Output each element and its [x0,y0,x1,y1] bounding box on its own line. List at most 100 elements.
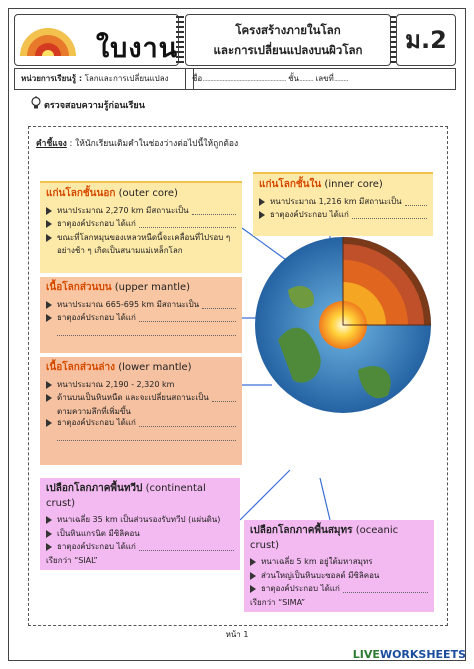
lower-mantle-text-1: หนาประมาณ 2,190 - 2,320 km [57,379,175,389]
upper-mantle-title-th: เนื้อโลกส่วนบน [46,282,112,293]
oceanic-crust-line-3: ธาตุองค์ประกอบ ได้แก่ [250,583,428,595]
continental-crust-title-en: (continental crust) [46,483,206,509]
continental-crust-text-3: ธาตุองค์ประกอบ ได้แก่ [57,542,136,552]
bullet-triangle-icon [259,197,265,206]
topic-line-1: โครงสร้างภายในโลก [235,23,341,37]
bullet-triangle-icon [46,516,52,524]
continental-crust-title: เปลือกโลกภาคพื้นทวีป (continental crust) [46,482,234,511]
upper-mantle-elements-blank[interactable] [138,312,236,323]
bullet-triangle-icon [46,220,52,229]
oceanic-crust-title: เปลือกโลกภาคพื้นสมุทร (oceanic crust) [250,524,428,553]
upper-mantle-title: เนื้อโลกส่วนบน (upper mantle) [46,281,236,296]
inner-core-title-th: แก่นโลกชั้นใน [259,179,322,190]
lower-mantle-title-th: เนื้อโลกส่วนล่าง [46,362,115,373]
oceanic-crust-elements-blank[interactable] [342,583,428,594]
name-field[interactable]: ........................................… [202,74,286,83]
bullet-triangle-icon [46,380,52,389]
oceanic-crust-line-1: หนาเฉลี่ย 5 km อยู่ใต้มหาสมุทร [250,556,428,568]
outer-core-card: แก่นโลกชั้นนอก (outer core) หนาประมาณ 2,… [40,181,242,273]
earth-cross-section-image [255,237,431,413]
inner-core-title: แก่นโลกชั้นใน (inner core) [259,178,427,193]
upper-mantle-state-blank[interactable] [202,299,236,309]
lower-mantle-card: เนื้อโลกส่วนล่าง (lower mantle) หนาประมา… [40,357,242,465]
bullet-triangle-icon [259,211,265,220]
upper-mantle-card: เนื้อโลกส่วนบน (upper mantle) หนาประมาณ … [40,277,242,353]
topic-box: โครงสร้างภายในโลก และการเปลี่ยนแปลงบนผิว… [185,14,391,66]
lower-mantle-title-en: (lower mantle) [118,362,192,373]
objective-text: ตรวจสอบความรู้ก่อนเรียน [44,101,145,111]
upper-mantle-text-1: หนาประมาณ 665-695 km มีสถานะเป็น [57,299,200,309]
lightbulb-icon [31,96,41,109]
outer-core-line-3: ขณะที่โลกหมุนของเหลวหนืดนี้จะเคลื่อนที่ไ… [46,232,236,244]
outer-core-state-blank[interactable] [191,205,236,215]
earth-layers-logo-icon [20,28,76,56]
oceanic-crust-line-2: ส่วนใหญ่เป็นหินบะซอลต์ มีซิลิคอน [250,570,428,582]
outer-core-text-3b: อย่างช้า ๆ เกิดเป็นสนามแม่เหล็กโลก [57,246,183,256]
lower-mantle-line-2: ด้านบนเป็นหินหนืด และจะเปลี่ยนสถานะเป็น [46,392,236,404]
student-info-row: ชื่อ....................................… [185,68,456,90]
continental-crust-line-1: หนาเฉลี่ย 35 km เป็นส่วนรองรับทวีป (แผ่น… [46,514,234,526]
lower-mantle-title: เนื้อโลกส่วนล่าง (lower mantle) [46,361,236,376]
continental-crust-text-2: เป็นหินแกรนิต มีซิลิคอน [57,528,140,538]
instruction-text: : ให้นักเรียนเติมคำในช่องว่างต่อไปนี้ให้… [69,139,239,149]
upper-mantle-extra-blank[interactable] [57,326,236,336]
inner-core-card: แก่นโลกชั้นใน (inner core) หนาประมาณ 1,2… [253,172,433,236]
upper-mantle-text-2: ธาตุองค์ประกอบ ได้แก่ [57,313,136,323]
inner-core-line-2: ธาตุองค์ประกอบ ได้แก่ [259,209,427,221]
grade-label: ม.2 [405,26,447,54]
oceanic-crust-title-th: เปลือกโลกภาคพื้นสมุทร [250,525,353,536]
continental-crust-text-1: หนาเฉลี่ย 35 km เป็นส่วนรองรับทวีป (แผ่น… [57,515,221,524]
oceanic-crust-text-2: ส่วนใหญ่เป็นหินบะซอลต์ มีซิลิคอน [261,570,380,580]
outer-core-elements-blank[interactable] [138,218,236,229]
lower-mantle-line-3: ธาตุองค์ประกอบ ได้แก่ [46,417,236,429]
upper-mantle-line-2: ธาตุองค์ประกอบ ได้แก่ [46,312,236,324]
continental-crust-elements-blank[interactable] [138,541,234,552]
continental-crust-line-3: ธาตุองค์ประกอบ ได้แก่ [46,541,234,553]
oceanic-crust-title-en: (oceanic crust) [250,525,399,551]
outer-core-text-1: หนาประมาณ 2,270 km มีสถานะเป็น [57,205,189,215]
outer-core-line-2: ธาตุองค์ประกอบ ได้แก่ [46,218,236,230]
lower-mantle-line-1: หนาประมาณ 2,190 - 2,320 km [46,379,236,391]
liveworksheets-logo[interactable]: LIVEWORKSHEETS [353,648,466,661]
number-field[interactable]: ......... [333,74,349,83]
continental-crust-called: เรียกว่า “SIAL” [46,555,98,565]
instruction-label: คำชี้แจง [36,139,67,149]
inner-core-text-1: หนาประมาณ 1,216 km มีสถานะเป็น [270,196,402,206]
class-label: ชั้น [288,74,300,83]
lower-mantle-extra-blank[interactable] [57,431,236,441]
grade-box: ม.2 [396,14,456,66]
bullet-triangle-icon [46,314,52,323]
worksheet-page [8,8,466,661]
bullet-triangle-icon [46,233,52,242]
bullet-triangle-icon [46,543,52,552]
oceanic-crust-text-1: หนาเฉลี่ย 5 km อยู่ใต้มหาสมุทร [261,557,373,566]
lower-mantle-state-blank[interactable] [211,392,236,403]
upper-mantle-line-1: หนาประมาณ 665-695 km มีสถานะเป็น [46,299,236,311]
binder-spiral-2 [390,16,396,66]
bullet-triangle-icon [46,300,52,309]
inner-core-elements-blank[interactable] [351,209,427,220]
outer-core-title: แก่นโลกชั้นนอก (outer core) [46,187,236,202]
unit-row: หน่วยการเรียนรู้ : โลกและการเปลี่ยนแปลง [14,68,194,90]
unit-label: หน่วยการเรียนรู้ : [21,74,83,83]
outer-core-title-th: แก่นโลกชั้นนอก [46,188,116,199]
bullet-triangle-icon [250,571,256,580]
inner-core-state-blank[interactable] [404,196,427,206]
class-field[interactable]: ......... [299,74,314,83]
oceanic-crust-card: เปลือกโลกภาคพื้นสมุทร (oceanic crust) หน… [244,520,434,612]
bullet-triangle-icon [250,558,256,566]
lower-mantle-text-2b: ตามความลึกที่เพิ่มขึ้น [57,406,131,416]
lower-mantle-elements-blank[interactable] [138,417,236,428]
bullet-triangle-icon [46,206,52,215]
instruction: คำชี้แจง : ให้นักเรียนเติมคำในช่องว่างต่… [36,136,238,150]
inner-core-line-1: หนาประมาณ 1,216 km มีสถานะเป็น [259,196,427,208]
inner-core-text-2: ธาตุองค์ประกอบ ได้แก่ [270,210,349,220]
upper-mantle-title-en: (upper mantle) [114,282,191,293]
outer-core-text-2: ธาตุองค์ประกอบ ได้แก่ [57,219,136,229]
binder-spiral [176,16,184,66]
topic-line-2: และการเปลี่ยนแปลงบนผิวโลก [213,43,363,57]
bullet-triangle-icon [46,394,52,403]
number-label: เลขที่ [315,74,334,83]
logo-part-a: LIVE [352,648,380,661]
unit-value: โลกและการเปลี่ยนแปลง [84,74,169,83]
